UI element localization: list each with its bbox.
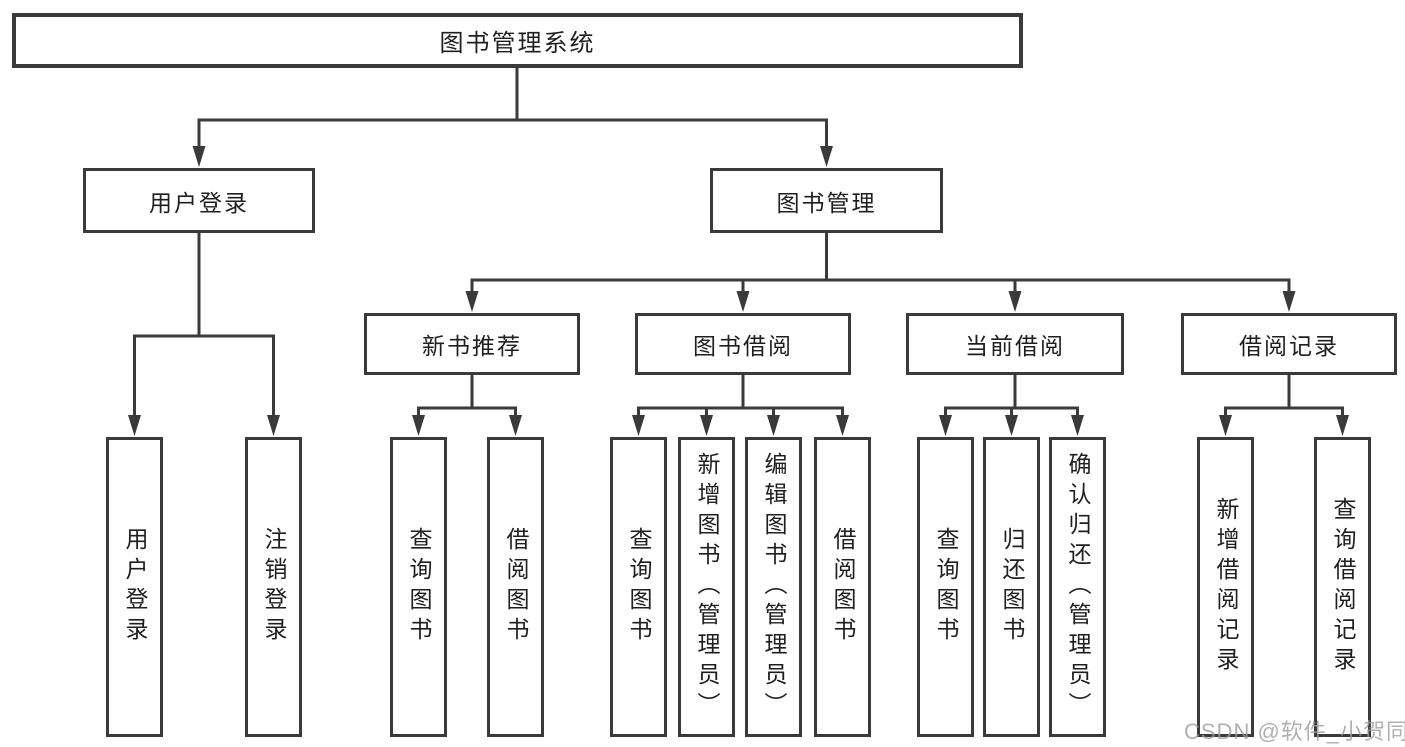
node-box-new-book-recommendation: 新书推荐 (364, 313, 580, 375)
node-label-new-book-recommendation: 新书推荐 (422, 333, 522, 359)
node-box-library-management-system: 图书管理系统 (12, 13, 1023, 68)
node-label-current-borrowing: 当前借阅 (965, 333, 1065, 359)
node-box-book-borrowing: 图书借阅 (635, 313, 851, 375)
leaf-label-logout: 注销登录 (261, 527, 287, 647)
leaf-box-borrowing-borrow-books: 借阅图书 (814, 437, 871, 737)
leaf-label-recommend-borrow-books: 借阅图书 (503, 527, 529, 647)
leaf-label-return-books: 归还图书 (999, 527, 1025, 647)
leaf-box-confirm-return-admin: 确认归还（管理员） (1049, 437, 1106, 737)
leaf-box-return-books: 归还图书 (983, 437, 1040, 737)
leaf-box-query-borrow-record: 查询借阅记录 (1314, 437, 1371, 737)
leaf-box-add-books-admin: 新增图书（管理员） (678, 437, 735, 737)
leaf-box-logout: 注销登录 (245, 437, 302, 737)
leaf-label-query-borrow-record: 查询借阅记录 (1330, 497, 1356, 677)
leaf-box-edit-books-admin: 编辑图书（管理员） (745, 437, 802, 737)
leaf-label-user-login: 用户登录 (122, 527, 148, 647)
leaf-box-borrowing-query-books: 查询图书 (610, 437, 667, 737)
leaf-label-confirm-return-admin: 确认归还（管理员） (1065, 452, 1091, 722)
node-label-book-borrowing: 图书借阅 (693, 333, 793, 359)
leaf-box-recommend-borrow-books: 借阅图书 (487, 437, 544, 737)
node-box-book-management: 图书管理 (710, 168, 943, 233)
leaf-label-current-query-books: 查询图书 (933, 527, 959, 647)
node-box-user-login: 用户登录 (83, 168, 315, 233)
leaf-label-edit-books-admin: 编辑图书（管理员） (761, 452, 787, 722)
leaf-label-recommend-query-books: 查询图书 (406, 527, 432, 647)
node-label-borrowing-records: 借阅记录 (1239, 333, 1339, 359)
watermark-text: CSDN @软件_小贺同学 (1184, 719, 1405, 744)
node-label-user-login: 用户登录 (149, 189, 249, 216)
node-box-borrowing-records: 借阅记录 (1181, 313, 1397, 375)
leaf-label-borrowing-borrow-books: 借阅图书 (830, 527, 856, 647)
leaf-box-current-query-books: 查询图书 (917, 437, 974, 737)
leaf-label-add-books-admin: 新增图书（管理员） (694, 452, 720, 722)
node-box-current-borrowing: 当前借阅 (906, 313, 1124, 375)
leaf-box-recommend-query-books: 查询图书 (390, 437, 447, 737)
leaf-box-add-borrow-record: 新增借阅记录 (1197, 437, 1254, 737)
leaf-label-borrowing-query-books: 查询图书 (626, 527, 652, 647)
node-label-library-management-system: 图书管理系统 (439, 30, 596, 57)
node-label-book-management: 图书管理 (776, 189, 877, 216)
leaf-box-user-login: 用户登录 (106, 437, 163, 737)
leaf-label-add-borrow-record: 新增借阅记录 (1213, 497, 1239, 677)
